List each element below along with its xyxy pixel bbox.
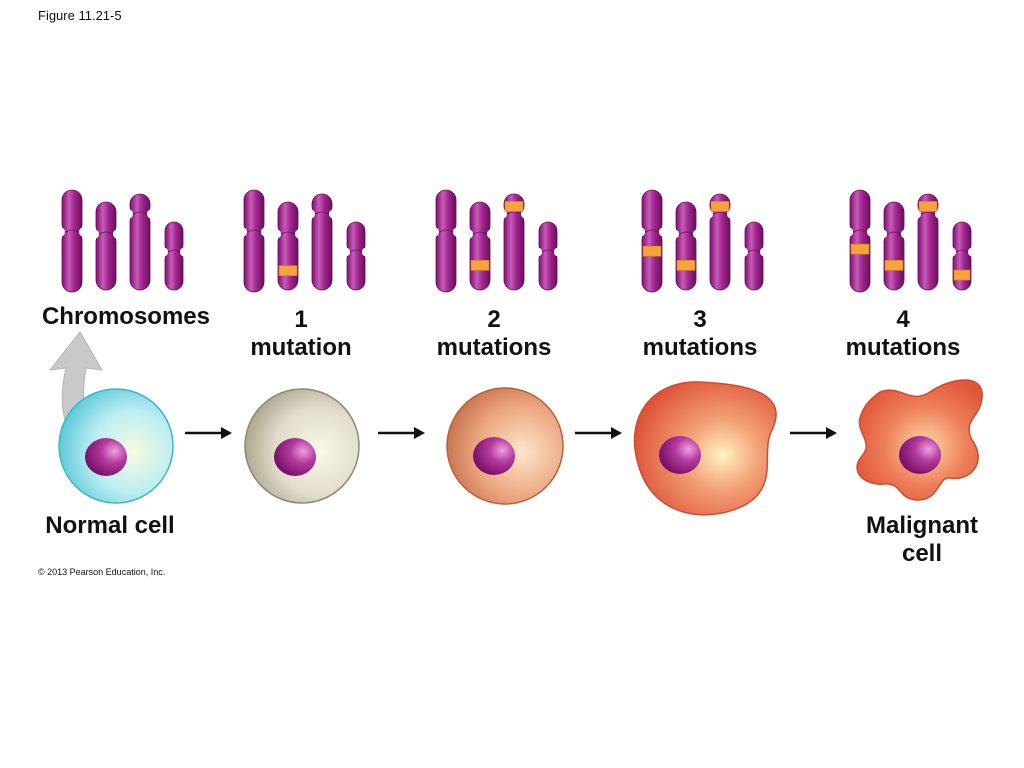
mutation-band: [470, 260, 490, 271]
chromosome-2-1: [467, 201, 493, 291]
stage-4-count: 4: [896, 306, 910, 333]
nucleus: [659, 436, 701, 474]
malignant-cell-line2: cell: [901, 540, 943, 567]
chromosome-4-1: [881, 201, 907, 291]
copyright-text: © 2013 Pearson Education, Inc.: [38, 567, 166, 577]
chromosome-2-3: [536, 221, 560, 291]
stage-3-label: 3 mutations: [624, 306, 776, 362]
chromosome-1-1: [275, 201, 301, 291]
chromosome-set-1: [241, 189, 368, 293]
mutation-band: [642, 245, 662, 257]
chromosome-3-1: [673, 201, 699, 291]
arrow-icon: [575, 427, 622, 439]
chromosome-4-3: [950, 221, 974, 291]
chromosome-3-0: [639, 189, 665, 293]
stage-1-cell: [244, 388, 360, 504]
arrow-icon: [790, 427, 837, 439]
stage-1-label: 1 mutation: [230, 306, 372, 362]
figure-label: Figure 11.21-5: [38, 8, 122, 23]
stage-4-label: 4 mutations: [826, 306, 980, 362]
stage-4-word: mutations: [845, 334, 961, 361]
chromosome-set-0: [59, 189, 186, 293]
chromosome-2-2: [501, 193, 527, 291]
chromosome-3-3: [742, 221, 766, 291]
chromosome-3-2: [707, 193, 733, 291]
mutation-band: [884, 260, 904, 271]
malignant-cell-label: Malignant cell: [850, 512, 994, 568]
chromosome-0-0: [59, 189, 85, 293]
chromosomes-label: Chromosomes: [41, 303, 211, 330]
nucleus: [274, 438, 316, 476]
stage-3-cell: [633, 381, 777, 516]
stage-3-word: mutations: [642, 334, 758, 361]
stage-2-word: mutations: [436, 334, 552, 361]
chromosome-set-2: [433, 189, 560, 293]
nucleus: [85, 438, 127, 476]
nucleus: [473, 437, 515, 475]
mutation-band: [504, 201, 524, 212]
mutation-band: [676, 260, 696, 271]
chromosome-0-3: [162, 221, 186, 291]
chromosome-1-0: [241, 189, 267, 293]
arrow-icon: [378, 427, 425, 439]
stage-1-word: mutation: [250, 334, 352, 361]
malignant-cell: [856, 379, 983, 501]
chromosome-set-4: [847, 189, 974, 293]
mutation-band: [278, 265, 298, 276]
stage-2-count: 2: [487, 306, 501, 333]
stage-1-count: 1: [294, 306, 308, 333]
stage-3-count: 3: [693, 306, 707, 333]
mutation-band: [918, 201, 938, 212]
chromosome-1-2: [309, 193, 335, 291]
mutation-band: [710, 201, 730, 212]
normal-cell-label: Normal cell: [45, 512, 175, 539]
chromosome-4-2: [915, 193, 941, 291]
malignant-cell-line1: Malignant: [866, 512, 978, 539]
chromosome-set-3: [639, 189, 766, 293]
nucleus: [899, 436, 941, 474]
stage-2-label: 2 mutations: [418, 306, 570, 362]
mutation-band: [850, 243, 870, 255]
chromosome-2-0: [433, 189, 459, 293]
chromosome-1-3: [344, 221, 368, 291]
chromosome-0-1: [93, 201, 119, 291]
mutation-band: [953, 269, 971, 281]
normal-cell: [58, 388, 174, 504]
stage-2-cell: [446, 387, 564, 505]
arrow-icon: [185, 427, 232, 439]
chromosome-0-2: [127, 193, 153, 291]
chromosome-4-0: [847, 189, 873, 293]
